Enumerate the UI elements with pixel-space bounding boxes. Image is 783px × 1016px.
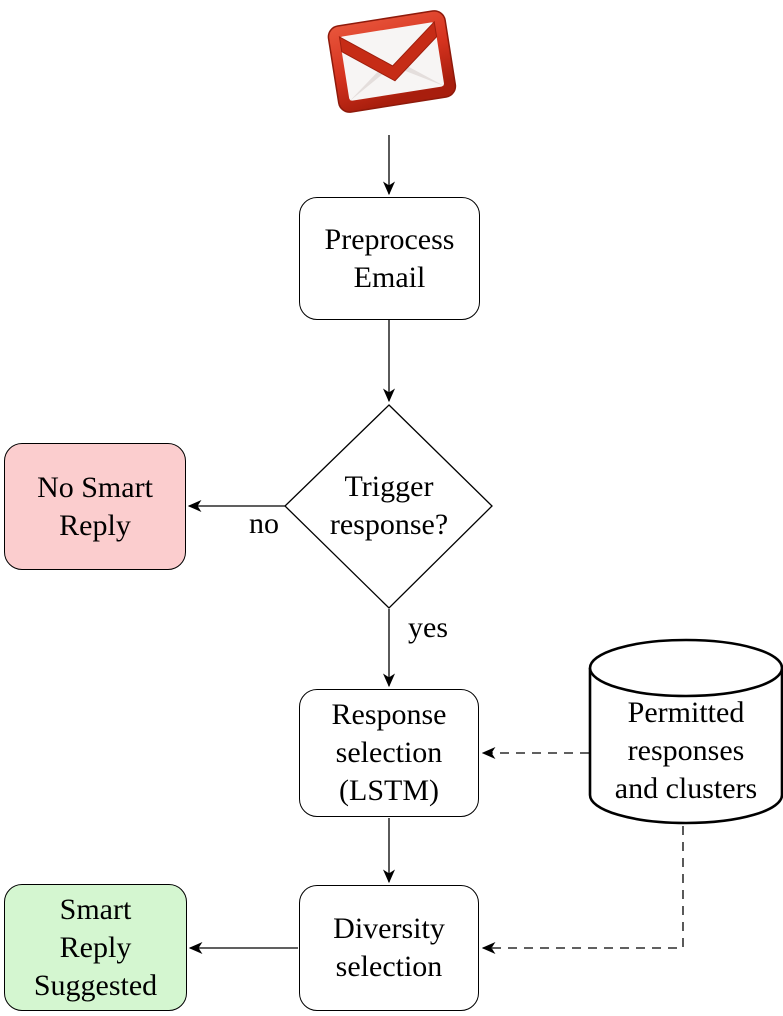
response-selection-box: Response selection (LSTM)	[299, 689, 479, 817]
edge-database-to-diversity-dashed	[481, 826, 684, 955]
no-smart-reply-box: No Smart Reply	[4, 443, 186, 570]
response-selection-label: Response selection (LSTM)	[331, 698, 447, 807]
smart-reply-suggested-label: Smart Reply Suggested	[33, 892, 158, 1002]
smart-reply-suggested-box: Smart Reply Suggested	[4, 884, 187, 1011]
permitted-responses-label-box: Permitted responses and clusters	[588, 692, 783, 810]
diversity-selection-box: Diversity selection	[299, 885, 479, 1011]
gmail-icon	[320, 2, 464, 122]
database-cylinder-body-fill	[590, 668, 782, 823]
diversity-selection-label: Diversity selection	[333, 912, 445, 983]
trigger-diamond-shape	[284, 404, 493, 609]
database-cylinder-body-stroke	[588, 668, 783, 825]
preprocess-email-box: Preprocess Email	[299, 197, 480, 320]
preprocess-email-label: Preprocess Email	[324, 222, 455, 294]
no-smart-reply-label: No Smart Reply	[37, 470, 153, 542]
trigger-response-label-box: Trigger response?	[289, 458, 489, 554]
edge-label-no: no	[249, 507, 279, 540]
edge-label-yes: yes	[408, 611, 448, 644]
trigger-response-label: Trigger response?	[329, 470, 449, 541]
database-cylinder-top	[588, 638, 783, 698]
gmail-icon-graphic	[327, 10, 457, 113]
permitted-responses-label: Permitted responses and clusters	[614, 696, 758, 805]
